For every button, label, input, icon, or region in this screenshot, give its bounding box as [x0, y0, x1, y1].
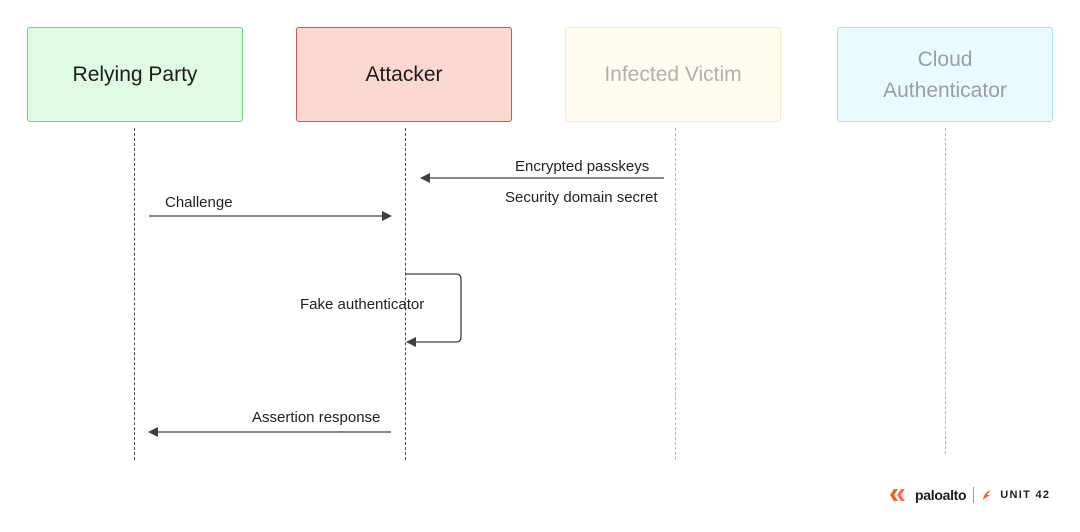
paloalto-logo-icon — [890, 489, 905, 501]
actor-infected-victim: Infected Victim — [565, 27, 781, 122]
label-challenge: Challenge — [165, 194, 233, 211]
actor-relying-party-label: Relying Party — [72, 63, 198, 86]
actor-attacker-label: Attacker — [365, 63, 443, 86]
brand-unit42: UNIT 42 — [1000, 489, 1051, 501]
actor-cloud-authenticator-label: Cloud Authenticator — [883, 47, 1007, 102]
label-encrypted-passkeys: Encrypted passkeys — [515, 158, 650, 175]
lifeline-cloud-authenticator — [945, 128, 946, 454]
actor-attacker: Attacker — [296, 27, 512, 122]
unit42-logo-icon — [983, 490, 992, 500]
label-fake-authenticator: Fake authenticator — [300, 296, 425, 313]
actor-infected-victim-label: Infected Victim — [604, 63, 742, 86]
lifeline-infected-victim — [675, 128, 676, 460]
actor-relying-party: Relying Party — [27, 27, 243, 122]
lifeline-attacker — [405, 128, 406, 460]
arrow-fake-authenticator — [405, 273, 462, 347]
label-security-domain-secret: Security domain secret — [505, 189, 658, 206]
brand-paloalto: paloalto — [915, 487, 967, 503]
lifeline-relying-party — [134, 128, 135, 460]
actor-cloud-authenticator: Cloud Authenticator — [837, 27, 1053, 122]
brand-logo: paloalto UNIT 42 — [890, 486, 1050, 504]
label-assertion-response: Assertion response — [252, 409, 381, 426]
brand-separator — [973, 487, 975, 503]
